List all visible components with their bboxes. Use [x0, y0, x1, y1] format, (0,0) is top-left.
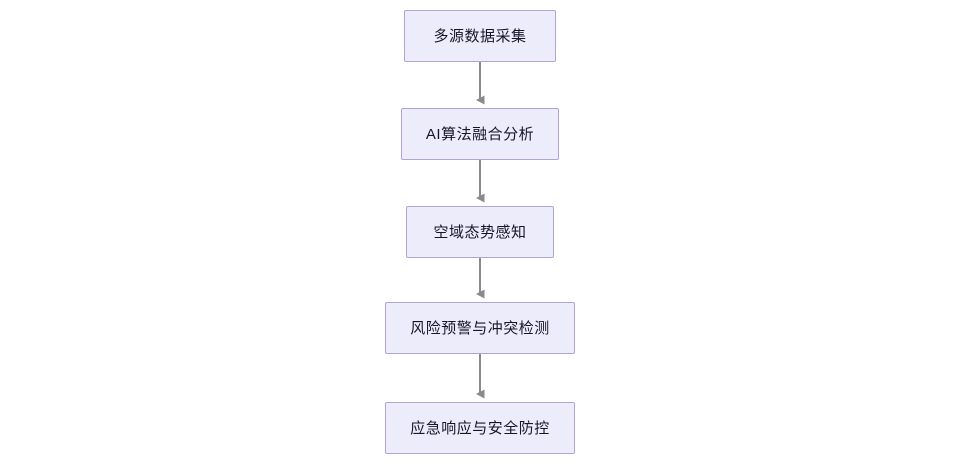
- flow-node-label: AI算法融合分析: [425, 125, 535, 143]
- flow-node-airspace-situation-awareness[interactable]: 空域态势感知: [406, 206, 554, 258]
- flow-node-data-collection[interactable]: 多源数据采集: [404, 10, 556, 62]
- flow-node-emergency-response-security[interactable]: 应急响应与安全防控: [385, 402, 575, 454]
- flow-node-label: 应急响应与安全防控: [410, 419, 550, 437]
- flow-node-label: 多源数据采集: [433, 27, 527, 45]
- flow-node-ai-fusion-analysis[interactable]: AI算法融合分析: [401, 108, 559, 160]
- flow-node-risk-warning-conflict-detection[interactable]: 风险预警与冲突检测: [385, 302, 575, 354]
- flow-node-label: 空域态势感知: [433, 223, 527, 241]
- flow-node-label: 风险预警与冲突检测: [410, 319, 550, 337]
